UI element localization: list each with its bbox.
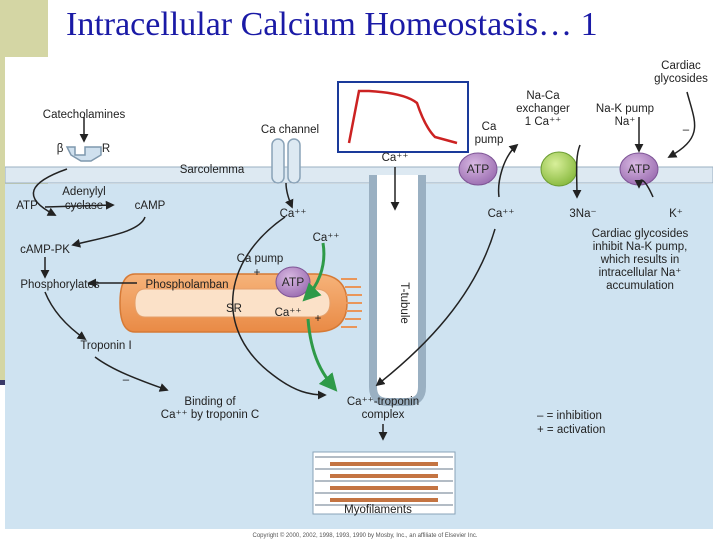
na-k-pump-label-1: Na-K pump [596, 103, 654, 115]
sr-pump-atp-label: ATP [282, 275, 304, 289]
na-k-pump-label-2: Na⁺ [615, 116, 636, 128]
ca-right-label: Ca⁺⁺ [488, 208, 515, 220]
na-ca-exchanger [540, 151, 578, 187]
ca-troponin-complex-label-2: complex [362, 409, 405, 421]
plus-phospholamban: + [254, 267, 261, 279]
three-na-label: 3Na⁻ [569, 208, 596, 220]
ca-channel-left [271, 138, 285, 184]
k-plus-label: K⁺ [669, 208, 683, 220]
camp-label: cAMP [135, 200, 166, 212]
sr-label: SR [226, 303, 242, 315]
sarcolemma-label: Sarcolemma [180, 164, 245, 176]
ca-channel-right [287, 138, 301, 184]
glycoside-note-2: inhibit Na-K pump, [593, 241, 688, 253]
beta-receptor [65, 146, 102, 162]
binding-label-1: Binding of [184, 396, 236, 408]
minus-glycoside: – [683, 124, 690, 136]
calcium-flux-arrows [302, 242, 338, 392]
minus-troponin: – [123, 374, 130, 386]
ca-pump-top-label-1: Ca [482, 121, 497, 133]
t-tubule-label: T-tubule [398, 282, 410, 324]
glycoside-note-1: Cardiac glycosides [592, 228, 689, 240]
glycoside-note-3: which results in [600, 254, 680, 266]
atp-left-label: ATP [16, 200, 38, 212]
ca-pump-atp-label: ATP [467, 162, 489, 176]
sr-cisterna-folds [341, 278, 362, 328]
t-tubule [369, 175, 426, 406]
catecholamines-label: Catecholamines [43, 109, 126, 121]
myofilament-strands [315, 456, 453, 506]
sr-ca-label: Ca⁺⁺ [275, 307, 302, 319]
copyright-notice: Copyright © 2000, 2002, 1998, 1993, 1990… [252, 532, 477, 539]
myofilaments-label: Myofilaments [344, 504, 412, 516]
binding-label-2: Ca⁺⁺ by troponin C [161, 409, 259, 421]
na-ca-exchanger-label-2: exchanger [516, 103, 570, 115]
sr-ca-pump-label: Ca pump [237, 253, 284, 265]
sarcolemma-ca-pump [458, 152, 498, 186]
sr-ca-pump [275, 266, 311, 298]
ca-pump-top-label-2: pump [475, 134, 504, 146]
glycoside-note-5: accumulation [606, 280, 674, 292]
receptor-label: R [102, 143, 110, 155]
legend-inhibition: – = inhibition [537, 410, 602, 422]
na-k-pump-atp-label: ATP [628, 162, 650, 176]
pathway-arrows [32, 91, 696, 441]
na-ca-exchanger-label-1: Na-Ca [526, 90, 560, 102]
glycoside-note-4: intracellular Na⁺ [599, 267, 682, 279]
troponin-i-label: Troponin I [80, 340, 131, 352]
camp-pk-label: cAMP-PK [20, 244, 70, 256]
phospholamban-label: Phospholamban [145, 279, 228, 291]
plus-sr: + [315, 313, 322, 325]
ca-below-channel-label: Ca⁺⁺ [280, 208, 307, 220]
action-potential-trace [347, 89, 458, 145]
cardiac-glycosides-label-2: glycosides [654, 73, 708, 85]
slide-title: Intracellular Calcium Homeostasis… 1 [66, 6, 598, 43]
tubule-ca-label: Ca⁺⁺ [382, 152, 409, 164]
calcium-homeostasis-diagram: ATP ATP ATP [5, 57, 713, 539]
legend-activation: + = activation [537, 424, 605, 436]
ca-troponin-complex-label-1: Ca⁺⁺-troponin [347, 396, 419, 408]
na-ca-exchanger-label-3: 1 Ca⁺⁺ [525, 116, 561, 128]
beta-label: β [57, 143, 64, 155]
sarcolemma-membrane [5, 166, 713, 184]
adenylyl-cyclase-label-2: cyclase [65, 200, 103, 212]
adenylyl-cyclase-label-1: Adenylyl [62, 186, 105, 198]
phosphorylates-label: Phosphorylates [20, 279, 100, 291]
ca-near-sr-label: Ca⁺⁺ [313, 232, 340, 244]
ca-channel-label: Ca channel [261, 124, 319, 136]
cardiac-glycosides-label-1: Cardiac [661, 60, 701, 72]
